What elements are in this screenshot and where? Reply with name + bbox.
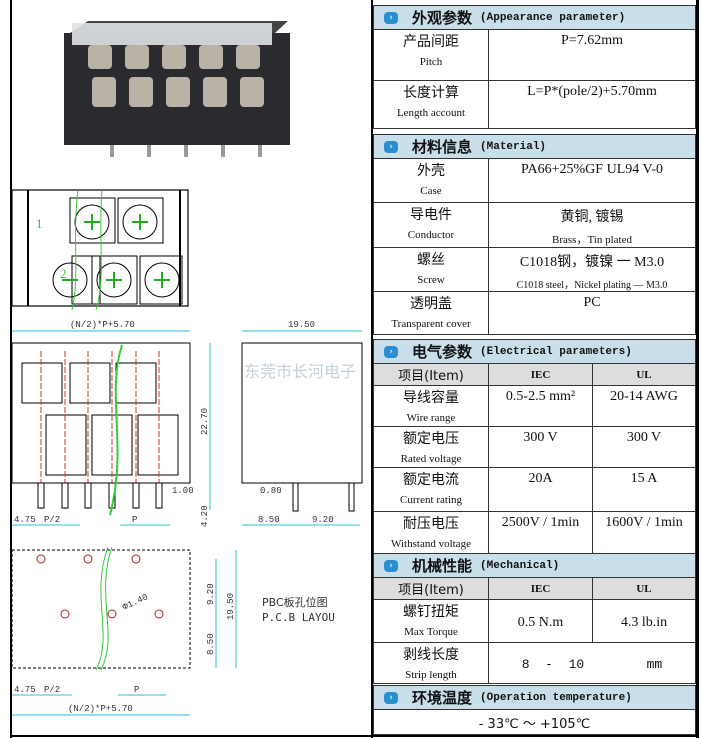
screw-terminal: [125, 45, 149, 69]
dim-width-formula: (N/2)*P+5.70: [70, 320, 135, 330]
dim-pin-diameter: 0.80: [260, 486, 282, 496]
chevron-right-icon: ›: [384, 140, 398, 153]
chevron-right-icon: ›: [384, 691, 398, 704]
screw-terminal: [162, 45, 186, 69]
electrical-header: ›电气参数(Electrical parameters): [373, 339, 696, 364]
frame-bottom: [10, 735, 699, 737]
pcb-title-en: P.C.B LAYOU: [262, 611, 335, 624]
dim-side-width: 19.50: [288, 320, 315, 330]
screw-terminal: [166, 77, 190, 107]
pcb-title-zh: PBC板孔位图: [262, 595, 328, 609]
dim-edge: 4.75: [14, 515, 36, 525]
screw-terminal: [129, 77, 153, 107]
pcb-dim-half-pitch: P/2: [44, 685, 60, 695]
screw-terminal: [88, 45, 112, 69]
screw-terminal: [240, 77, 264, 107]
chevron-right-icon: ›: [384, 345, 398, 358]
frame-left: [10, 0, 12, 738]
material-header: ›材料信息(Material): [373, 134, 696, 159]
product-photo: [64, 21, 290, 157]
front-view-drawing: (N/2)*P+5.70 22.70 4.20 1.00 4.75 P/2 P …: [11, 320, 363, 527]
screw-terminal: [92, 77, 116, 107]
dim-half-pitch: P/2: [44, 515, 60, 525]
dim-pin-length: 4.20: [200, 505, 210, 527]
temperature-header: ›环境温度(Operation temperature): [373, 685, 696, 710]
screw-terminal: [199, 45, 223, 69]
dim-9-20: 9.20: [206, 583, 216, 605]
dim-pitch: P: [132, 515, 137, 525]
temperature-value: - 33℃ ～ +105℃: [478, 716, 591, 732]
top-view-drawing: 1 2: [11, 189, 189, 310]
dim-pin-width: 1.00: [172, 486, 194, 496]
dim-hole: Φ1.40: [121, 592, 150, 612]
frame-right: [696, 0, 699, 738]
pcb-dim-edge: 4.75: [14, 685, 36, 695]
screw-terminal: [203, 77, 227, 107]
screw-terminal: [236, 45, 260, 69]
chevron-right-icon: ›: [384, 559, 398, 572]
pcb-dim-pitch: P: [134, 685, 139, 695]
pcb-layout-drawing: Φ1.40 9.20 8.50 19.50 PBC板孔位图 P.C.B LAYO…: [11, 546, 335, 716]
pcb-dim-width-formula: (N/2)*P+5.70: [68, 704, 133, 714]
chevron-right-icon: ›: [384, 11, 398, 24]
dim-8-50: 8.50: [206, 633, 216, 655]
dim-d1: 8.50: [258, 515, 280, 525]
label-1: 1: [36, 216, 43, 231]
dim-19-50: 19.50: [226, 593, 236, 620]
temperature-table: ›环境温度(Operation temperature) - 33℃ ～ +10…: [373, 685, 696, 735]
watermark: 东莞市长河电子: [244, 362, 356, 381]
mechanical-header: ›机械性能(Mechanical): [373, 553, 696, 578]
label-2: 2: [60, 266, 67, 281]
dim-height: 22.70: [200, 408, 210, 435]
frame-divider: [371, 0, 373, 738]
electrical-table: ›电气参数(Electrical parameters) 项目(Item)IEC…: [373, 339, 696, 554]
appearance-header: ›外观参数(Appearance parameter): [373, 5, 696, 30]
dim-d2: 9.20: [312, 515, 334, 525]
